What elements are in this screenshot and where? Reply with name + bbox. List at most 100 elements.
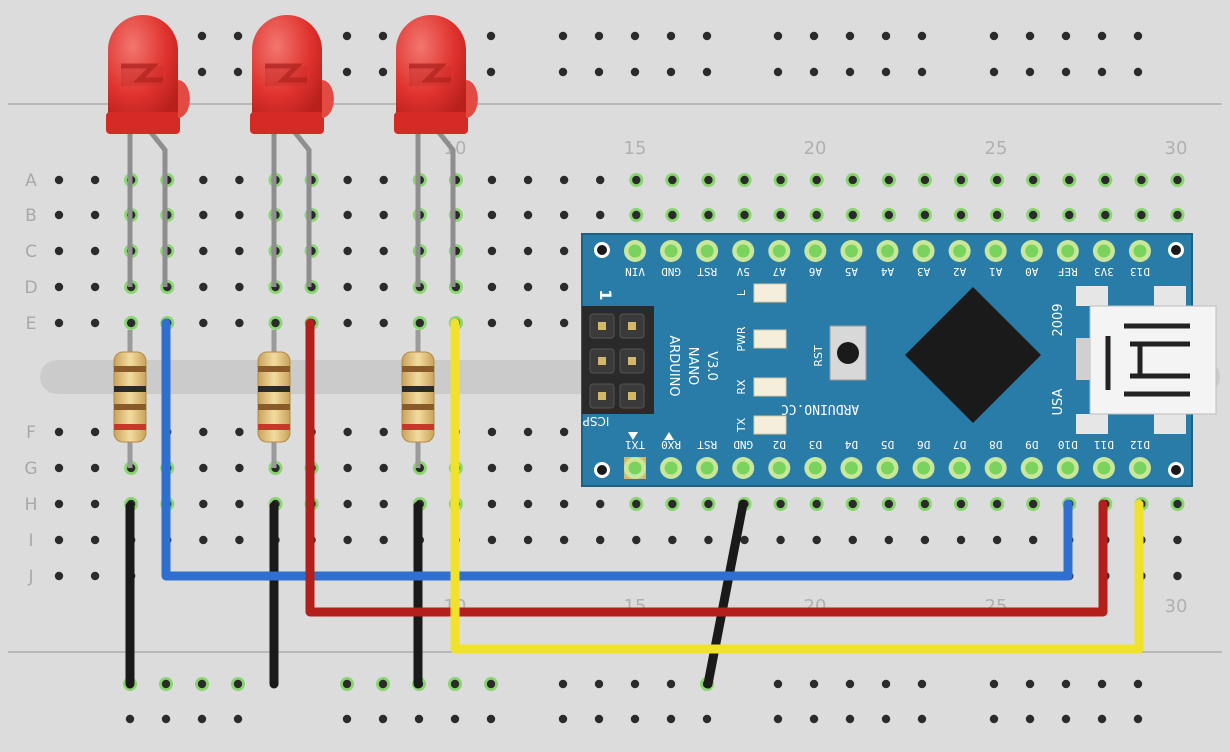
reset-button-cap[interactable] (837, 342, 859, 364)
breadboard-hole (90, 210, 100, 220)
rail-hole (666, 67, 676, 77)
breadboard-hole (54, 571, 64, 581)
rail-hole (486, 67, 496, 77)
breadboard-hole (1173, 175, 1182, 185)
breadboard-hole (884, 499, 894, 509)
pin-pad (917, 244, 931, 258)
pin-pad (1025, 461, 1039, 475)
rail-hole (989, 714, 999, 724)
pin-label-d3: D3 (809, 438, 822, 451)
breadboard-hole (559, 210, 569, 220)
column-number-top: 25 (985, 138, 1008, 159)
rail-hole (773, 31, 783, 41)
breadboard-hole (740, 535, 749, 545)
pin-pad (700, 244, 714, 258)
breadboard-hole (90, 571, 100, 581)
resistor-2 (257, 351, 291, 443)
pin-pad (917, 461, 931, 475)
rail-hole (342, 714, 352, 724)
resistor-3 (401, 351, 435, 443)
breadboard-hole (884, 535, 894, 545)
pin-pad (1061, 244, 1075, 258)
rail-hole (1097, 679, 1107, 689)
resistor-band (258, 404, 290, 410)
breadboard-hole (848, 499, 857, 509)
led-die (409, 63, 451, 83)
status-led-l (753, 283, 787, 303)
breadboard-hole (523, 282, 533, 292)
breadboard-hole (54, 318, 64, 328)
breadboard-hole (90, 499, 100, 509)
icsp-pin (628, 392, 636, 400)
breadboard-hole (54, 246, 64, 256)
breadboard-hole (812, 499, 821, 509)
breadboard-hole (235, 210, 244, 220)
rail-hole (161, 714, 171, 724)
row-label-i: I (28, 531, 33, 551)
breadboard-hole (523, 210, 533, 220)
led-die-cup (409, 66, 451, 86)
mounting-hole-center (597, 245, 607, 255)
pin-label-rx0: RX0 (661, 438, 681, 451)
breadboard-hole (1101, 175, 1110, 185)
icsp-label: ICSP (583, 414, 610, 428)
rail-hole (702, 31, 712, 41)
breadboard-hole (90, 427, 100, 437)
rail-hole (630, 679, 640, 689)
breadboard-hole (343, 210, 352, 220)
resistor-band (114, 424, 146, 430)
breadboard-hole (559, 535, 569, 545)
pin-pad (1133, 244, 1147, 258)
breadboard-hole (343, 463, 352, 473)
breadboard-hole (523, 318, 533, 328)
rail-hole (809, 679, 819, 689)
rail-hole (809, 67, 819, 77)
breadboard-hole (884, 175, 894, 185)
column-number-bottom: 30 (1165, 596, 1188, 617)
breadboard-hole (704, 210, 713, 220)
pin-pad (953, 461, 967, 475)
rail-hole (558, 714, 568, 724)
resistor-band (258, 424, 290, 430)
breadboard-hole (487, 463, 497, 473)
breadboard-hole (740, 210, 749, 220)
breadboard-hole (487, 427, 497, 437)
pin-label-gnd: GND (733, 438, 753, 451)
rail-hole (558, 31, 568, 41)
rail-hole (1025, 679, 1035, 689)
icsp-pin (598, 392, 606, 400)
breadboard-hole (199, 318, 208, 328)
breadboard-hole (1065, 175, 1074, 185)
breadboard-hole (776, 175, 785, 185)
breadboard-hole (559, 499, 569, 509)
breadboard-hole (704, 535, 713, 545)
pin-label-vin: VIN (625, 265, 645, 278)
column-number-top: 30 (1165, 138, 1188, 159)
pin-pad (700, 461, 714, 475)
breadboard-hole (812, 535, 821, 545)
rail-hole (1061, 714, 1071, 724)
resistor-band (114, 404, 146, 410)
breadboard-hole (487, 282, 497, 292)
status-led-label-rx: RX (735, 379, 748, 395)
led-flange (394, 112, 468, 134)
ground-wire-arduino (703, 499, 748, 689)
rail-hole (378, 31, 388, 41)
rail-hole (1133, 679, 1143, 689)
pin-pad (880, 461, 894, 475)
breadboard-hole (523, 246, 533, 256)
breadboard-hole (596, 210, 605, 220)
rail-hole (773, 679, 783, 689)
rail-hole (630, 31, 640, 41)
pin-pad (628, 244, 642, 258)
resistor-band (402, 424, 434, 430)
breadboard-hole (596, 535, 605, 545)
rail-hole (1025, 31, 1035, 41)
rail-hole (342, 31, 352, 41)
mounting-hole-center (1171, 465, 1181, 475)
breadboard-hole (920, 535, 930, 545)
breadboard-hole (343, 427, 352, 437)
status-led-label-tx: TX (735, 417, 748, 433)
